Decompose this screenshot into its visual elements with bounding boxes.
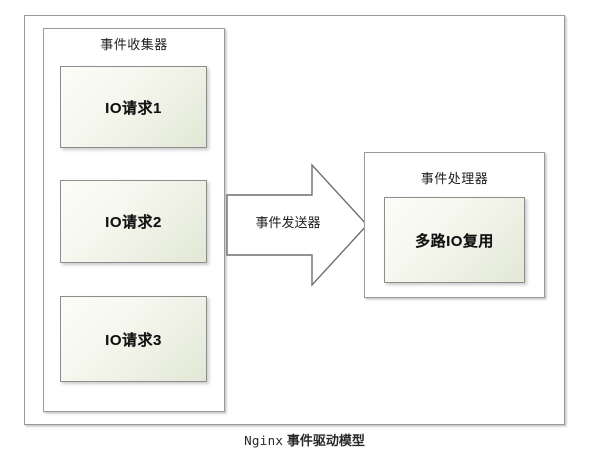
event-sender-label: 事件发送器 [255, 215, 321, 230]
io-request-box-2[interactable]: IO请求2 [60, 180, 207, 263]
io-request-box-1[interactable]: IO请求1 [60, 66, 207, 148]
caption-latin-text: Nginx [244, 433, 284, 448]
io-request-box-3[interactable]: IO请求3 [60, 296, 207, 382]
io-multiplexing-box[interactable]: 多路IO复用 [384, 197, 525, 283]
arrow-polygon [226, 163, 368, 287]
event-sender-arrow-shape [226, 163, 368, 287]
io-request-label-1: IO请求1 [105, 99, 162, 117]
diagram-caption: Nginx 事件驱动模型 [0, 430, 609, 449]
io-request-label-3: IO请求3 [105, 331, 162, 349]
io-multiplexing-label: 多路IO复用 [415, 232, 494, 250]
io-request-label-2: IO请求2 [105, 214, 162, 231]
event-sender-arrow [222, 158, 372, 292]
caption-cjk-text: 事件驱动模型 [286, 433, 365, 448]
event-collector-title: 事件收集器 [100, 37, 168, 52]
event-handler-title: 事件处理器 [420, 171, 489, 186]
